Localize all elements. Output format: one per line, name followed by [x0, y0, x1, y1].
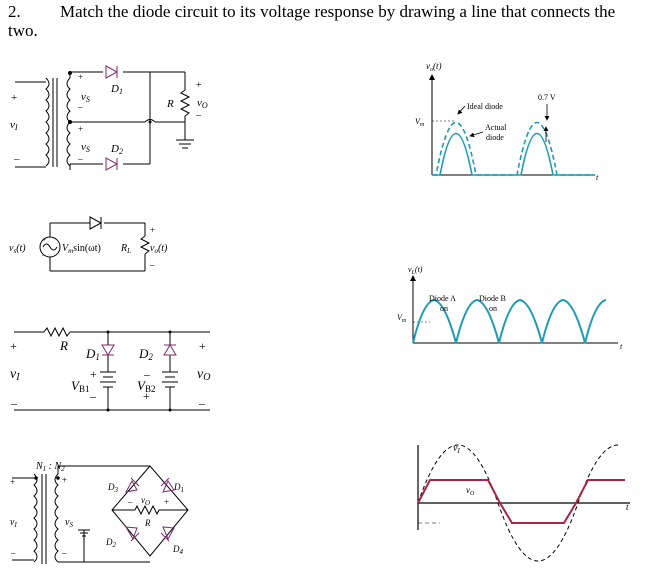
bridge-diodes	[125, 477, 175, 542]
diode-d2-symbol	[105, 157, 119, 171]
svg-text:+: +	[90, 367, 97, 381]
graph2-diode-b-on: on	[489, 304, 497, 313]
bridge-secondary-coil	[54, 473, 59, 563]
graph2-diode-b: Diode B	[479, 294, 506, 303]
svg-text:+: +	[196, 80, 202, 91]
graph1-ylabel: vo(t)	[426, 61, 442, 73]
graph3-vi: vI	[453, 443, 460, 455]
svg-text:–: –	[61, 548, 67, 558]
label-vs-t: vs(t)	[9, 243, 26, 255]
circuit-half-wave-rectifier	[39, 216, 151, 272]
svg-text:–: –	[10, 548, 16, 558]
label-vi-clipper: vI	[10, 367, 20, 383]
graph1-vm: Vm	[415, 117, 425, 128]
resistor-rl	[139, 235, 151, 255]
graph1-drop-label: 0.7 V	[538, 93, 556, 102]
label-vo-bridge: vO	[141, 495, 150, 507]
label-vo-t: vo(t)	[150, 243, 168, 255]
label-r-bridge: R	[144, 518, 151, 528]
label-d3: D3	[107, 482, 119, 494]
graph1-actual-label: Actual	[485, 123, 507, 132]
graph2-diode-a: Diode A	[429, 294, 456, 303]
svg-text:–: –	[13, 153, 20, 165]
question-text-continuation: two.	[8, 21, 38, 40]
graph2-vm: Vm	[397, 313, 407, 324]
graph-clipped-output	[417, 444, 630, 562]
label-vi-bridge: vI	[10, 517, 17, 529]
label-vs-top: vS	[81, 91, 90, 104]
label-source: Vmsin(ωt)	[62, 243, 101, 255]
label-vi: vI	[10, 119, 18, 132]
label-vo: vO	[197, 97, 208, 110]
svg-text:+: +	[10, 477, 15, 487]
question-text: Match the diode circuit to its voltage r…	[60, 2, 616, 21]
graph3-vo: vO	[466, 485, 475, 497]
svg-text:+: +	[42, 236, 46, 244]
label-d1-clipper: D1	[85, 346, 100, 362]
graph-full-wave-output	[410, 275, 618, 344]
label-vs-bottom: vS	[81, 141, 90, 154]
circuit-clipper	[14, 326, 210, 411]
label-d2-bridge: D2	[105, 537, 117, 549]
svg-text:–: –	[198, 396, 206, 410]
svg-text:–: –	[41, 251, 46, 259]
label-d2-clipper: D2	[138, 346, 153, 362]
resistor-r-clipper	[43, 326, 71, 338]
svg-text:–: –	[143, 367, 151, 381]
label-vo-clipper: vO	[197, 367, 210, 383]
svg-text:+: +	[78, 124, 83, 134]
svg-text:–: –	[127, 497, 133, 507]
resistor-r-bridge	[134, 504, 160, 516]
label-d2: D2	[110, 143, 123, 156]
label-vb2: VB2	[137, 378, 155, 394]
label-r-clipper: R	[59, 338, 68, 353]
svg-text:+: +	[10, 339, 17, 353]
graph2-ylabel: vL(t)	[408, 265, 423, 276]
svg-text:–: –	[149, 260, 155, 270]
svg-text:–: –	[77, 154, 83, 164]
svg-text:+: +	[199, 339, 206, 353]
bridge-primary-coil	[33, 473, 38, 563]
svg-text:–: –	[195, 110, 202, 121]
svg-text:+: +	[164, 497, 169, 507]
svg-text:+: +	[143, 389, 150, 403]
label-r: R	[166, 98, 174, 110]
diode-d1-clipper-symbol	[101, 344, 115, 356]
diode-d2-clipper-symbol	[163, 344, 177, 356]
graph2-diode-a-on: on	[440, 304, 448, 313]
svg-text:–: –	[89, 389, 97, 403]
label-d1: D1	[110, 83, 123, 96]
transformer-primary-coil	[45, 77, 50, 167]
graph1-ideal-label: Ideal diode	[467, 102, 503, 111]
svg-text:+: +	[78, 72, 83, 82]
label-rl: RL	[120, 243, 131, 255]
label-d4: D4	[172, 544, 184, 556]
label-d1-bridge: D1	[173, 482, 184, 494]
question-number: 2.	[8, 2, 21, 21]
svg-text:+: +	[62, 475, 67, 485]
svg-text:–: –	[10, 396, 18, 410]
resistor-r	[179, 89, 191, 117]
label-vs-bridge: vS	[65, 517, 73, 529]
graph2-t: t	[620, 342, 623, 351]
circuit-bridge-rectifier	[12, 465, 189, 564]
graph1-t: t	[596, 173, 599, 182]
svg-text:+: +	[150, 225, 155, 235]
diode-d1-symbol	[105, 65, 119, 79]
graph3-t: t	[626, 502, 629, 512]
label-vb1: VB1	[71, 378, 89, 394]
circuit-center-tapped-rectifier	[15, 71, 194, 170]
graph-half-wave-output	[429, 74, 595, 176]
svg-text:+: +	[11, 92, 17, 104]
label-turns-ratio: N1 : N2	[35, 461, 65, 473]
graph1-actual-label-2: diode	[486, 133, 504, 142]
svg-text:–: –	[77, 102, 83, 112]
